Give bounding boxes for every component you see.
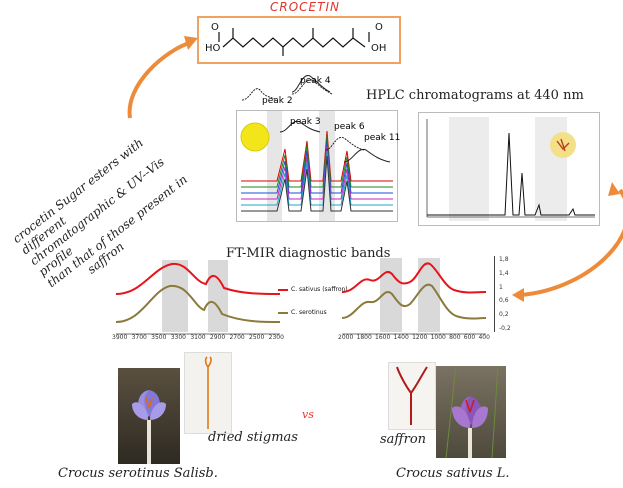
arrow-head-up-icon (608, 182, 620, 196)
arrow-ftmir-hplc (519, 188, 623, 297)
arrow-to-structure (127, 40, 193, 119)
sativus-flower-icon (445, 366, 499, 458)
peak-11-label: peak 11 (364, 133, 401, 143)
hplc-left-panel (236, 110, 398, 222)
tick-3100: 3100 (190, 334, 206, 341)
crocetin-title: CROCETIN (270, 0, 340, 14)
hplc-title: HPLC chromatograms at 440 nm (366, 88, 584, 103)
peak-spectra-insets (241, 75, 391, 163)
structure-oh-right: OH (371, 43, 386, 54)
ftmir-title: FT-MIR diagnostic bands (226, 246, 391, 261)
arrow-head-left-icon (512, 288, 524, 302)
tick-1600: 1600 (375, 334, 391, 341)
hplc-right-trace (426, 117, 595, 221)
crocetin-structure-icon: HO O OH O (205, 22, 386, 56)
tick-1200: 1200 (412, 334, 428, 341)
ytick-5: 0,2 (499, 311, 509, 319)
tick-1400: 1400 (393, 334, 409, 341)
hplc-right-panel (418, 112, 600, 226)
dried-stigmas-photo (184, 352, 232, 434)
legend-swatch-serotinus (278, 311, 288, 314)
legend-serotinus: C. serotinus (291, 309, 327, 316)
crocetin-structure-box: HO O OH O (197, 16, 401, 64)
sativus-flower-photo (436, 366, 506, 458)
tick-2000: 2000 (338, 334, 354, 341)
tick-2700: 2700 (229, 334, 245, 341)
arrow-head-structure-icon (184, 36, 198, 50)
peak-6-label: peak 6 (334, 122, 365, 132)
legend-swatch-saffron (278, 288, 288, 291)
structure-o-left: O (211, 22, 219, 33)
ftmir-left-plot (112, 258, 284, 340)
species-left-label: Crocus serotinus Salisb. (58, 466, 218, 481)
vs-label: vs (302, 408, 314, 421)
ftmir-right-plot (340, 256, 488, 340)
tick-1800: 1800 (356, 334, 372, 341)
ftmir-left-ticks: 3900 3700 3500 3300 3100 2900 2700 2500 … (112, 334, 284, 341)
saffron-extract-circle-icon (240, 122, 270, 152)
ytick-3: 1 (499, 283, 503, 291)
tick-2300: 2300 (268, 334, 284, 341)
peak-4-label: peak 4 (300, 76, 331, 86)
tick-3300: 3300 (170, 334, 187, 341)
serotinus-flower-icon (132, 390, 166, 464)
serotinus-flower-photo (118, 368, 180, 464)
ftmir-legend: C. sativus (saffron) C. serotinus (278, 286, 348, 316)
structure-o-right: O (375, 22, 383, 33)
ytick-1: 1,8 (499, 256, 509, 263)
ytick-2: 1,4 (499, 269, 509, 277)
dried-stigmas-label: dried stigmas (208, 430, 298, 445)
ftmir-right-traces (341, 258, 487, 335)
ftmir-y-axis: 1,8 1,4 1 0,6 0,2 -0,2 (494, 256, 511, 332)
ftmir-right-ticks: 2000 1800 1600 1400 1200 1000 800 600 40… (338, 334, 490, 341)
ytick-6: -0,2 (499, 324, 511, 332)
tick-3700: 3700 (131, 334, 147, 341)
tick-3500: 3500 (151, 334, 167, 341)
tick-2900: 2900 (209, 334, 226, 341)
saffron-stigma-icon (396, 366, 428, 425)
tick-3900: 3900 (112, 334, 128, 341)
tick-600: 600 (463, 334, 476, 341)
peak-2-label: peak 2 (262, 96, 293, 106)
tick-2500: 2500 (249, 334, 265, 341)
hplc-left-traces (240, 111, 393, 221)
ytick-4: 0,6 (499, 297, 509, 305)
species-right-label: Crocus sativus L. (396, 466, 510, 481)
tick-400: 400 (478, 334, 490, 341)
structure-ho-left: HO (205, 43, 221, 54)
tick-800: 800 (449, 334, 461, 341)
saffron-photo (388, 362, 436, 430)
saffron-label: saffron (380, 432, 427, 447)
dried-stigma-icon (204, 356, 212, 429)
legend-saffron: C. sativus (saffron) (291, 286, 348, 293)
tick-1000: 1000 (430, 334, 446, 341)
ftmir-left-traces (115, 260, 281, 335)
peak-3-label: peak 3 (290, 117, 321, 127)
